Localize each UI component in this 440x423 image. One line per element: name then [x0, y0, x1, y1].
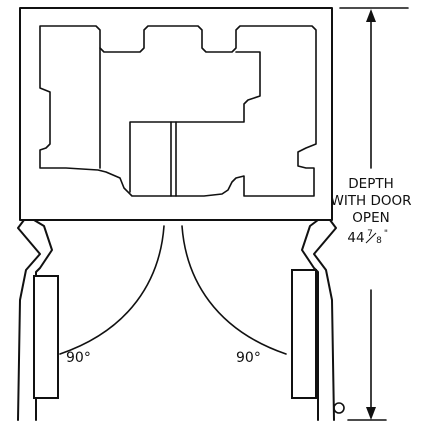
right-door-swing-arc [181, 225, 287, 355]
right-door-angle-label: 90° [236, 350, 261, 366]
dimension-label-line-3: OPEN [352, 210, 389, 226]
dimension-fraction-bar [365, 232, 377, 244]
right-door-edge [301, 219, 319, 421]
dimension-value-whole: 44 [347, 230, 364, 246]
dimension-value-fraction-denominator: 8 [376, 236, 382, 246]
dimension-arrow-up-icon [366, 9, 376, 22]
interior-partition [99, 47, 261, 193]
refrigerator-interior-outline [39, 25, 317, 197]
dimension-value: 44 7 8 " [347, 229, 388, 246]
dimension-value-unit: " [384, 229, 388, 239]
left-door-hinge-arm [17, 219, 41, 421]
refrigerator-body [19, 7, 333, 221]
dimension-arrow-down-icon [366, 407, 376, 420]
left-door-angle-label: 90° [66, 350, 91, 366]
left-door-bin [33, 275, 59, 399]
right-door-hinge-arm [313, 219, 337, 421]
dimension-value-fraction-numerator: 7 [367, 229, 373, 239]
dimension-label-line-1: DEPTH [348, 176, 393, 192]
caster-circle [333, 402, 345, 414]
left-door-swing-arc [59, 225, 165, 355]
dimension-label-line-2: WITH DOOR [330, 193, 411, 209]
right-door-bin [291, 269, 317, 399]
